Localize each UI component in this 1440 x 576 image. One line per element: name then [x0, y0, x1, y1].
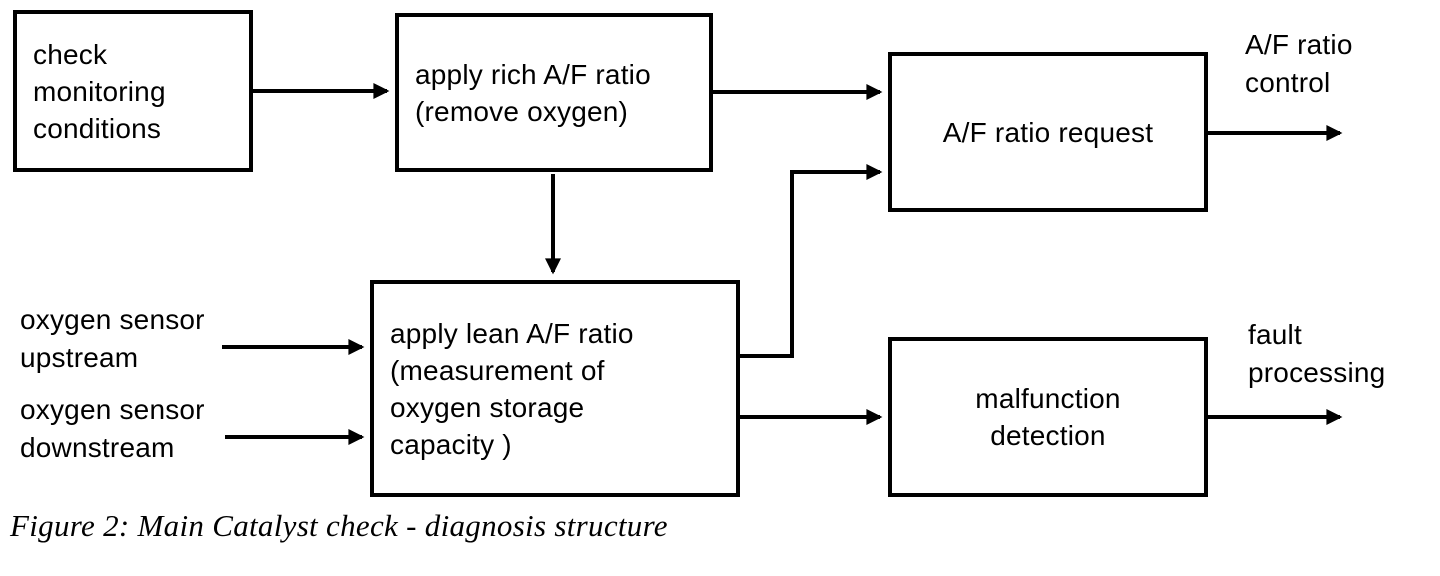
node-af-ratio-request-label: A/F ratio request [942, 116, 1154, 148]
node-af-ratio-request: A/F ratio request [888, 52, 1208, 212]
input-label-oxygen-sensor-upstream: oxygen sensor upstream [20, 304, 205, 373]
node-check-monitoring-conditions-label: check monitoring conditions [33, 38, 166, 144]
arrow-lean-to-request [740, 164, 883, 358]
input-label-oxygen-sensor-downstream: oxygen sensor downstream [20, 394, 205, 463]
node-apply-lean-af-ratio-label: apply lean A/F ratio (measurement of oxy… [390, 317, 634, 460]
output-label-fault-processing: fault processing [1248, 319, 1386, 388]
figure-caption: Figure 2: Main Catalyst check - diagnosi… [10, 508, 668, 543]
node-malfunction-detection: malfunction detection [888, 337, 1208, 497]
node-apply-rich-af-ratio: apply rich A/F ratio (remove oxygen) [395, 13, 713, 172]
output-label-af-ratio-control: A/F ratio control [1245, 29, 1353, 98]
node-check-monitoring-conditions: check monitoring conditions [13, 10, 253, 172]
node-malfunction-detection-label: malfunction detection [975, 383, 1121, 451]
node-apply-rich-af-ratio-label: apply rich A/F ratio (remove oxygen) [415, 58, 651, 127]
node-apply-lean-af-ratio: apply lean A/F ratio (measurement of oxy… [370, 280, 740, 497]
